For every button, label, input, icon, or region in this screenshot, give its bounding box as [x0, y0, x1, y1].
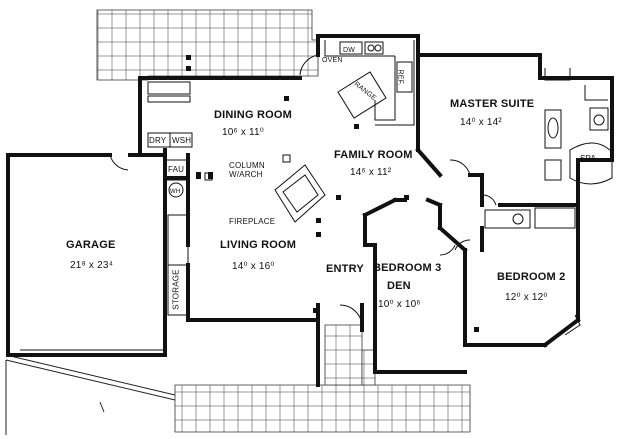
fixtures [20, 40, 613, 351]
bedroom-3-label: BEDROOM 3 [373, 262, 442, 274]
entry-steps [361, 349, 376, 386]
dining-room-dimensions: 10⁶ x 11⁰ [222, 127, 264, 138]
master-suite-dimensions: 14⁰ x 14² [460, 117, 502, 128]
water-heater-label: WH [170, 189, 181, 195]
fireplace-label: FIREPLACE [229, 217, 276, 226]
family-room-label: FAMILY ROOM [334, 149, 413, 161]
living-room-label: LIVING ROOM [220, 239, 297, 251]
front-walkway [174, 384, 471, 433]
entry-label: ENTRY [326, 263, 364, 275]
rear-patio [96, 9, 319, 81]
dryer-label: DRY [149, 136, 167, 145]
refrigerator-label: REF. [396, 69, 404, 86]
living-room-dimensions: 14⁰ x 16⁰ [232, 261, 275, 272]
master-suite-label: MASTER SUITE [450, 98, 535, 110]
bedroom-3-dimensions: 10⁰ x 10⁶ [378, 299, 421, 310]
driveway [5, 354, 176, 435]
family-room-dimensions: 14⁶ x 11² [350, 167, 392, 178]
column-label: COLUMN [229, 161, 265, 170]
entry-porch-tiles [324, 324, 363, 386]
oven-label: OVEN [322, 57, 343, 64]
wall-posts [186, 55, 479, 332]
garage-label: GARAGE [66, 239, 116, 251]
spa-label: SPA [580, 154, 597, 163]
dishwasher-label: DW [343, 47, 356, 54]
column-arch-label: W/ARCH [229, 170, 263, 179]
den-label: DEN [387, 280, 411, 292]
garage-dimensions: 21⁸ x 23⁴ [70, 260, 114, 271]
washer-label: WSH [172, 136, 192, 145]
bedroom-2-label: BEDROOM 2 [497, 271, 566, 283]
storage-label: STORAGE [171, 269, 181, 310]
furnace-label: FAU [168, 165, 185, 174]
dining-room-label: DINING ROOM [214, 109, 292, 121]
bedroom-2-dimensions: 12⁰ x 12⁰ [505, 292, 548, 303]
